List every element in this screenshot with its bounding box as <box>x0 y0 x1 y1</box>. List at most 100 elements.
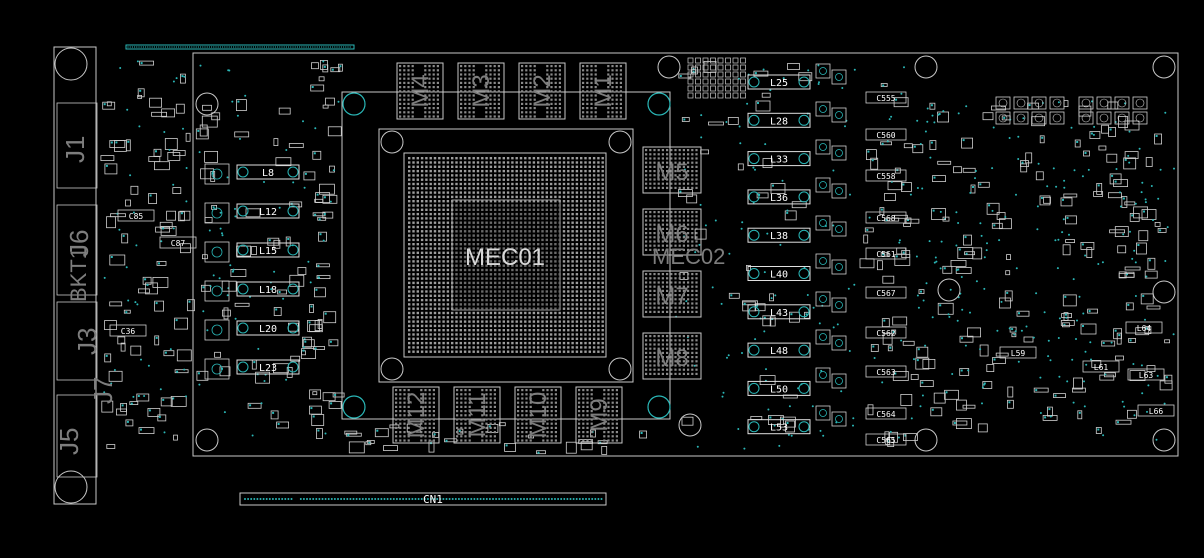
bga-ball <box>433 277 437 280</box>
bga-ball <box>451 187 454 190</box>
bga-ball <box>481 273 484 276</box>
mem-ball <box>695 149 698 152</box>
mem-ball <box>436 90 439 93</box>
bga-ball <box>592 204 596 207</box>
smd-component <box>108 370 123 382</box>
pcie-contact <box>448 498 451 500</box>
smd-component <box>234 302 250 307</box>
bga-ball <box>476 212 480 216</box>
bga-ball <box>580 221 583 224</box>
smd-component <box>1089 131 1101 139</box>
bga-ball <box>554 217 557 220</box>
mem-ball <box>615 90 618 93</box>
bga-ball <box>571 157 574 160</box>
bga-ball <box>451 333 454 336</box>
pcie-contact <box>343 498 346 500</box>
bga-ball <box>541 221 544 224</box>
smd-component <box>1006 254 1011 261</box>
smd-component <box>953 166 962 174</box>
smd-pad <box>1145 327 1148 330</box>
smd-pad <box>938 113 941 115</box>
bga-ball <box>528 217 531 220</box>
bga-ball <box>545 234 548 237</box>
bga-ball <box>541 307 544 310</box>
bga-ball <box>485 268 488 272</box>
mem-ball <box>653 306 656 309</box>
bga-ball <box>541 182 544 186</box>
smd-component <box>756 192 769 199</box>
memory-chip-right-m8-outline <box>642 332 702 380</box>
smd-component <box>130 345 142 356</box>
edge-dot <box>226 46 228 48</box>
bga-ball <box>442 157 445 160</box>
edge-dot <box>162 46 164 48</box>
bga-ball <box>463 217 467 220</box>
bga-ball <box>515 290 518 293</box>
bga-ball <box>528 187 531 190</box>
mem-ball <box>521 426 524 429</box>
bga-ball <box>549 298 553 302</box>
mem-ball <box>691 165 694 168</box>
mem-ball <box>678 223 681 226</box>
mem-ball <box>615 111 618 114</box>
via <box>1119 191 1121 194</box>
inductors: L8L12L15L18L20L23L25L28L33L36L38L40L43L4… <box>109 74 1175 446</box>
bga-ball <box>455 200 458 203</box>
pcie-contact <box>550 498 553 500</box>
inductor-l20-body <box>236 320 300 336</box>
bga-ball <box>451 320 454 323</box>
bga-ball <box>580 208 583 211</box>
bga-ball <box>472 324 475 328</box>
bga-ball <box>412 165 415 168</box>
mem-ball <box>670 232 673 235</box>
mem-ball <box>666 174 669 177</box>
mem-ball <box>550 65 553 68</box>
smd-component <box>104 163 118 175</box>
pcie-contact <box>361 498 364 500</box>
via <box>778 444 781 447</box>
smd-pad <box>867 150 870 153</box>
memory-chip-right-m7-label: M7 <box>655 283 688 310</box>
bga-ball <box>571 165 574 168</box>
bga-ball <box>494 303 497 306</box>
mem-ball <box>554 435 557 438</box>
bga-ball <box>472 311 475 315</box>
mem-ball <box>653 294 656 297</box>
bga-ball <box>554 208 557 211</box>
mem-ball <box>456 439 459 442</box>
mem-ball <box>456 401 459 404</box>
bga-ball <box>549 311 553 315</box>
mem-ball <box>485 86 488 89</box>
mem-ball <box>645 219 648 222</box>
bga-ball <box>532 251 536 254</box>
capacitor-c563: C563 <box>865 365 907 378</box>
bga-ball <box>463 316 467 319</box>
via <box>929 156 932 159</box>
mem-ball <box>481 389 484 392</box>
mem-ball <box>607 65 610 68</box>
via <box>957 112 960 115</box>
bga-ball <box>438 303 441 306</box>
bga-ball <box>476 350 480 353</box>
mem-ball <box>399 389 402 392</box>
mem-ball <box>436 98 439 101</box>
bga-ball <box>481 251 484 254</box>
bga-ball <box>537 307 540 310</box>
bga-ball <box>425 298 428 302</box>
bga-ball <box>554 225 557 229</box>
smd-component <box>678 73 692 79</box>
bga-ball <box>524 247 527 250</box>
edge-dot <box>329 46 331 48</box>
mem-ball <box>525 77 528 80</box>
mem-ball <box>485 435 488 438</box>
mem-ball <box>649 215 652 218</box>
bga-ball <box>455 277 458 280</box>
mem-ball <box>653 240 656 243</box>
bga-ball <box>541 187 544 190</box>
bga-ball <box>571 281 574 285</box>
mem-ball <box>695 219 698 222</box>
bga-ball <box>519 290 523 293</box>
mem-ball <box>682 248 685 251</box>
mem-ball <box>691 306 694 309</box>
mem-ball <box>403 414 406 417</box>
